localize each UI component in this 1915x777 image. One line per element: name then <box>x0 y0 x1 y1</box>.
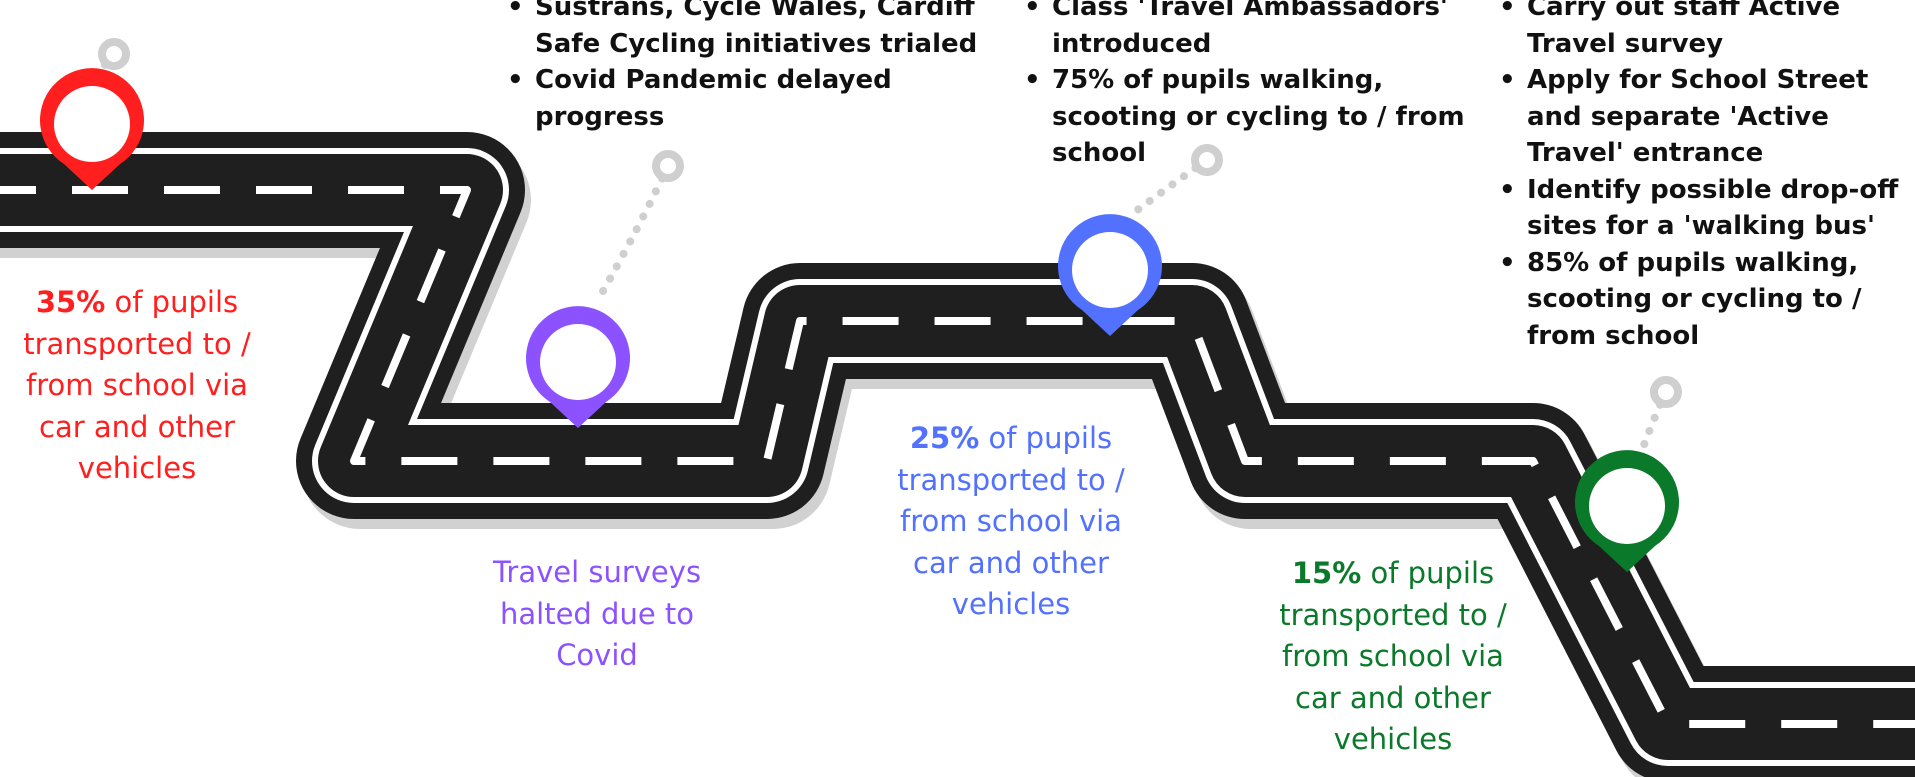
bullet-item: Covid Pandemic delayed progress <box>505 62 1005 135</box>
stat-text: of pupils transported to / from school v… <box>897 421 1125 621</box>
road <box>0 132 1915 777</box>
pin-hole <box>1072 232 1148 308</box>
note-text: Travel surveys halted due to Covid <box>492 555 702 672</box>
milestone-3-stat: 25% of pupils transported to / from scho… <box>886 418 1136 626</box>
bullet-item: 75% of pupils walking, scooting or cycli… <box>1022 62 1482 172</box>
stat-text: of pupils transported to / from school v… <box>23 285 251 485</box>
stat-text: of pupils transported to / from school v… <box>1279 556 1507 756</box>
pin-hole <box>540 324 616 400</box>
stat-percent: 15% <box>1291 556 1362 590</box>
road-center-dashes <box>0 186 1915 728</box>
trail-ring-icon <box>98 38 130 70</box>
map-pin-icon <box>1575 376 1682 572</box>
map-pin-icon <box>526 150 684 428</box>
milestone-4-stat: 15% of pupils transported to / from scho… <box>1268 553 1518 761</box>
bullet-item: 85% of pupils walking, scooting or cycli… <box>1497 245 1915 355</box>
milestone-4-bullets: Carry out staff Active Travel survey App… <box>1497 0 1915 354</box>
trail-ring-icon <box>652 150 684 182</box>
milestone-2-bullets: Sustrans, Cycle Wales, Cardiff Safe Cycl… <box>505 0 1005 135</box>
map-pin-icon <box>40 38 145 190</box>
pin-hole <box>1589 468 1665 544</box>
bullet-item: Class 'Travel Ambassadors' introduced <box>1022 0 1482 62</box>
milestone-3-bullets: Class 'Travel Ambassadors' introduced 75… <box>1022 0 1482 172</box>
pin-trail <box>594 162 672 304</box>
pin-hole <box>54 86 130 162</box>
bullet-item: Identify possible drop-off sites for a '… <box>1497 172 1915 245</box>
milestone-2-note: Travel surveys halted due to Covid <box>472 552 722 677</box>
stat-percent: 25% <box>909 421 980 455</box>
trail-ring-icon <box>1650 376 1682 408</box>
bullet-item: Sustrans, Cycle Wales, Cardiff Safe Cycl… <box>505 0 1005 62</box>
milestone-1-stat: 35% of pupils transported to / from scho… <box>12 282 262 490</box>
map-pin-icon <box>1058 144 1223 336</box>
stat-percent: 35% <box>35 285 106 319</box>
milestone-pins <box>40 38 1682 572</box>
pin-trail <box>1128 156 1211 218</box>
bullet-item: Carry out staff Active Travel survey <box>1497 0 1915 62</box>
bullet-item: Apply for School Street and separate 'Ac… <box>1497 62 1915 172</box>
